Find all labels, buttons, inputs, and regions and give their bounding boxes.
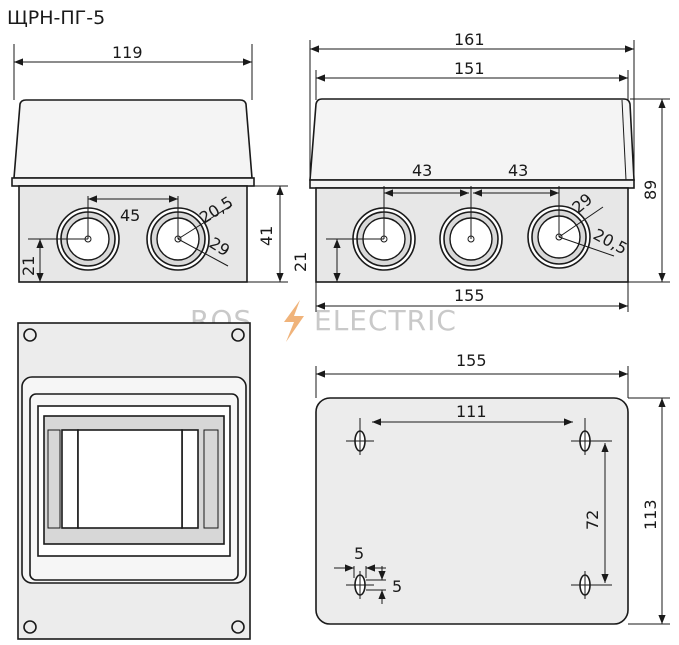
front-hole-1 — [352, 207, 416, 271]
front-hole-spacing-1-label: 43 — [412, 161, 432, 180]
face-slot-left — [61, 429, 79, 529]
face-slot-right — [181, 429, 199, 529]
side-view: 119 41 21 45 20,5 29 — [11, 43, 288, 283]
face-frame — [29, 393, 239, 581]
side-lip — [11, 177, 255, 187]
slot-height-label: 5 — [392, 577, 402, 596]
mount-height-label: 113 — [641, 499, 660, 530]
drawing-title: ЩРН-ПГ-5 — [7, 7, 105, 29]
front-face-view — [17, 322, 251, 640]
mount-spacing-horizontal-label: 111 — [456, 402, 487, 421]
front-hole-3 — [527, 205, 591, 269]
mount-base — [315, 397, 629, 625]
watermark-right: ELECTRIC — [314, 304, 457, 337]
face-rail-right — [203, 429, 219, 529]
mount-hole-top-right-icon — [571, 427, 599, 455]
front-cover-width-label: 151 — [454, 59, 485, 78]
mount-hole-bottom-right-icon — [571, 571, 599, 599]
screw-bottom-left-icon — [23, 620, 37, 634]
front-elevation-view: 161 151 43 43 21 155 89 29 20,5 — [291, 30, 670, 312]
front-base-width-label: 155 — [454, 286, 485, 305]
screw-top-right-icon — [231, 328, 245, 342]
bolt-icon — [284, 300, 304, 342]
mount-spacing-vertical-label: 72 — [583, 510, 602, 530]
front-lip — [309, 179, 635, 189]
front-height-label: 89 — [641, 180, 660, 200]
face-module-area — [77, 429, 183, 529]
screw-bottom-right-icon — [231, 620, 245, 634]
face-rail-left — [47, 429, 61, 529]
side-hole-spacing-label: 45 — [120, 206, 140, 225]
side-hole-offset-label: 21 — [19, 256, 38, 276]
mount-hole-top-left-icon — [346, 427, 374, 455]
slot-width-label: 5 — [354, 544, 364, 563]
side-cover — [13, 99, 253, 179]
side-width-label: 119 — [112, 43, 143, 62]
front-hole-spacing-2-label: 43 — [508, 161, 528, 180]
mount-hole-bottom-left-icon — [346, 571, 374, 599]
mounting-view: 155 113 111 72 5 5 — [315, 351, 670, 625]
front-cover — [309, 98, 635, 181]
mount-width-label: 155 — [456, 351, 487, 370]
front-hole-offset-label: 21 — [291, 252, 310, 272]
front-overall-width-label: 161 — [454, 30, 485, 49]
screw-top-left-icon — [23, 328, 37, 342]
side-height-label: 41 — [257, 226, 276, 246]
